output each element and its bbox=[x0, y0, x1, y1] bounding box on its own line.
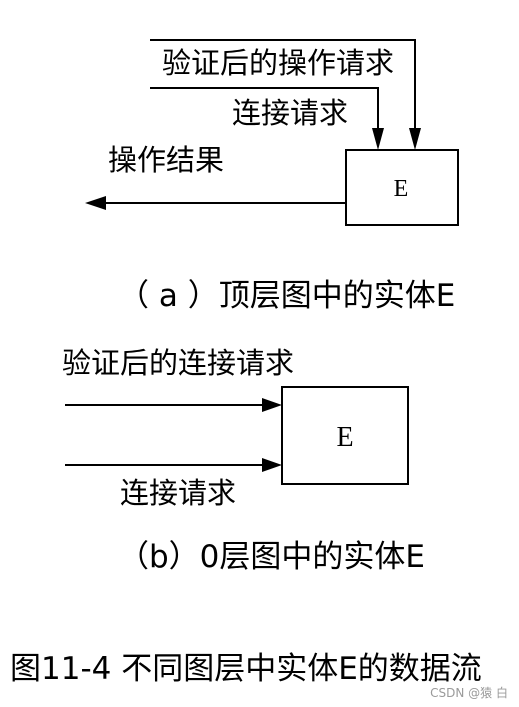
label-connect-request-b: 连接请求 bbox=[120, 477, 236, 510]
entity-box-a bbox=[345, 149, 459, 226]
arrowhead-verified-operation-request bbox=[409, 128, 421, 150]
diagram-a: E 验证后的操作请求 连接请求 操作结果 （ a ）顶层图中的实体E bbox=[85, 39, 459, 314]
figure-caption: 图11-4 不同图层中实体E的数据流 bbox=[10, 651, 482, 687]
label-verified-connect-request: 验证后的连接请求 bbox=[62, 347, 294, 380]
watermark: CSDN @猿 白 bbox=[430, 685, 508, 700]
arrowhead-connect-request-b bbox=[262, 458, 282, 472]
label-operation-result: 操作结果 bbox=[108, 144, 224, 177]
entity-label-a: E bbox=[394, 176, 409, 202]
caption-b: （b）0层图中的实体E bbox=[118, 539, 425, 575]
label-connect-request-a: 连接请求 bbox=[232, 97, 348, 130]
arrowhead-operation-result bbox=[85, 196, 106, 210]
caption-a: （ a ）顶层图中的实体E bbox=[118, 278, 455, 314]
label-verified-operation-request: 验证后的操作请求 bbox=[162, 47, 394, 80]
entity-label-b: E bbox=[336, 422, 353, 453]
flow-connect-request bbox=[150, 87, 379, 130]
flow-verified-operation-request bbox=[150, 39, 416, 130]
entity-box-b bbox=[281, 386, 409, 485]
diagram-b: 验证后的连接请求 E 连接请求 （b）0层图中的实体E bbox=[62, 347, 425, 575]
arrowhead-connect-request bbox=[372, 128, 384, 150]
arrowhead-verified-connect-request bbox=[262, 398, 282, 412]
